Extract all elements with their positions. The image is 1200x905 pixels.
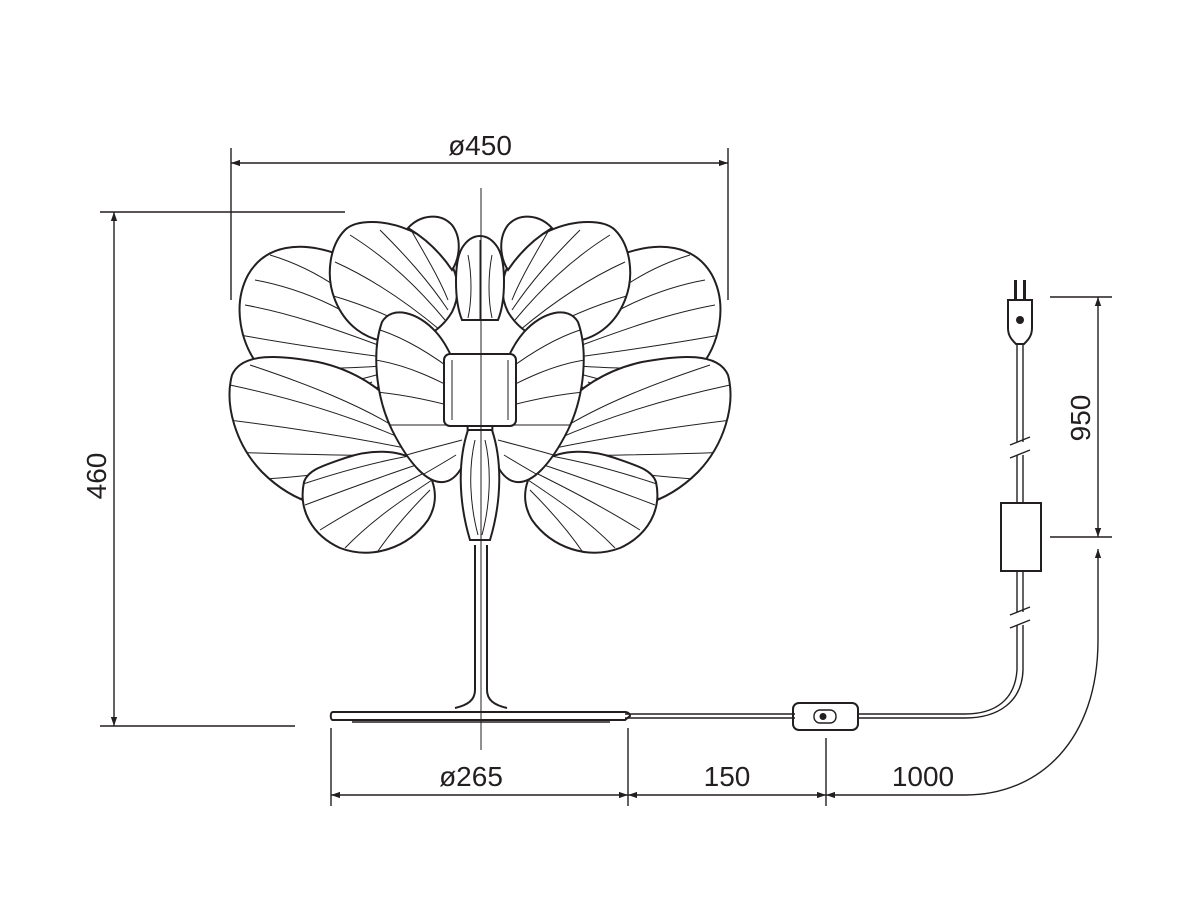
height-label: 460 bbox=[81, 453, 112, 500]
base-diameter-label: ø265 bbox=[439, 761, 503, 792]
power-plug bbox=[1007, 280, 1033, 345]
petal-left-mid bbox=[328, 220, 459, 344]
petal-left-tip bbox=[406, 215, 460, 272]
dimension-plug-cord: 950 bbox=[1050, 296, 1112, 538]
lamp-base bbox=[329, 711, 632, 723]
center-hub bbox=[443, 235, 517, 541]
petal-right-tip bbox=[500, 215, 554, 272]
lamp-shade bbox=[228, 215, 732, 554]
inline-switch bbox=[792, 702, 859, 731]
switch-distance-label: 150 bbox=[704, 761, 751, 792]
cord-break-mark bbox=[1009, 606, 1031, 616]
shade-diameter-label: ø450 bbox=[448, 130, 512, 161]
cord-length-label: 1000 bbox=[892, 761, 954, 792]
transformer-box bbox=[1000, 502, 1042, 572]
cord-break-mark bbox=[1009, 436, 1031, 446]
plug-cord-length-label: 950 bbox=[1065, 395, 1096, 442]
dimension-height: 460 bbox=[81, 211, 345, 727]
petal-right-low bbox=[524, 450, 659, 554]
dimension-shade-diameter: ø450 bbox=[230, 130, 729, 300]
cord-break-mark bbox=[1009, 449, 1031, 459]
lamp-stem bbox=[454, 545, 508, 709]
petal-left-low bbox=[301, 450, 436, 554]
petal-right-mid bbox=[501, 220, 632, 344]
cord-break-mark bbox=[1009, 619, 1031, 629]
dimension-bottom-row: ø265 150 1000 bbox=[330, 549, 1102, 806]
